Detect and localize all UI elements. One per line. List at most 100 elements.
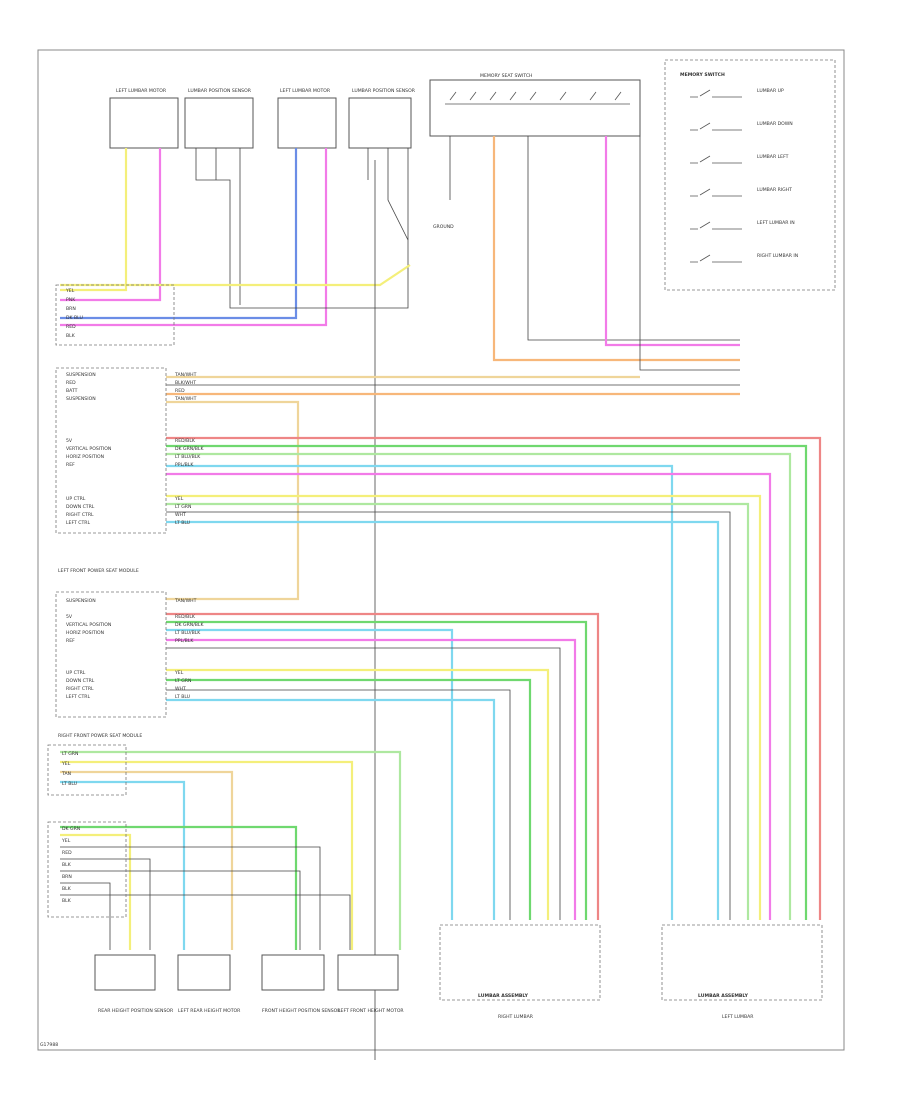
memory-seat-switch-box [429, 79, 641, 137]
connector-pin-label: DK GRN [62, 826, 80, 832]
motor-row-wire: YEL [174, 670, 184, 676]
wire-orange-1 [492, 136, 740, 362]
left-lumbar-motor-box [109, 97, 179, 149]
motor-row-label: UP CTRL [66, 670, 86, 676]
wire-cyan-5 [60, 780, 186, 950]
wire-pink-1 [60, 148, 162, 302]
connector-pin-label: RED [62, 850, 72, 856]
sensor-row-wire: DK GRN/BLK [175, 446, 204, 452]
wire-cyan-2 [166, 520, 720, 920]
motor-row-wire: YEL [174, 496, 184, 502]
wire-thin-13 [60, 858, 151, 950]
wire-green-2 [166, 620, 588, 920]
sensor-row-wire: RED/BLK [175, 614, 196, 620]
top-components: LEFT LUMBAR MOTOR LUMBAR POSITION SENSOR… [109, 73, 641, 230]
motor-row-label: LEFT CTRL [66, 694, 90, 700]
wire-green-1 [166, 444, 808, 920]
wire-pink-2 [60, 148, 328, 327]
wire-ltgreen-2 [166, 502, 750, 920]
switch-contact [690, 89, 742, 98]
module-row-label: SUSPENSION [66, 598, 96, 604]
connector-pin-label: DK BLU [66, 315, 83, 321]
module-2-caption: LEFT FRONT POWER SEAT MODULE [58, 568, 139, 574]
sensor-row-label: VERTICAL POSITION [66, 446, 111, 452]
sensor-row-label: REF [66, 638, 75, 644]
left-lumbar-label: LEFT LUMBAR [722, 1014, 754, 1020]
diagram-frame [37, 49, 845, 1051]
bottom-component-3: FRONT HEIGHT POSITION SENSOR [262, 1008, 341, 1014]
left-front-height-motor-box [337, 954, 399, 991]
motor-row-wire: WHT [175, 512, 186, 518]
wire-tan-4 [60, 770, 234, 950]
module-row-wire: TAN/WHT [174, 372, 197, 378]
lower-connector-2 [47, 821, 127, 918]
power-seat-module-2 [55, 591, 167, 718]
switch-contacts [445, 91, 630, 105]
sensor-row-label: HORIZ POSITION [66, 630, 104, 636]
ground-label: GROUND [433, 224, 454, 230]
wire-ltgreen-1 [166, 452, 792, 920]
connector-pin-label: TAN [61, 771, 71, 777]
module-row-label: RED [66, 380, 76, 386]
wire-thin-12 [60, 846, 321, 950]
front-height-sensor-box [261, 954, 325, 991]
switch-panel-title: MEMORY SWITCH [680, 72, 725, 78]
connector-pin-label: BLK [62, 862, 72, 868]
wire-yellow-4 [166, 668, 550, 920]
connector-pin-label: BRN [62, 874, 72, 880]
wire-ltgreen-3 [60, 750, 402, 950]
left-connector-1 [55, 284, 175, 346]
module-row-wire: TAN/WHT [174, 396, 197, 402]
connector-pin-label: PNK [66, 297, 76, 303]
footer-code: G17988 [40, 1042, 58, 1048]
wire-thin-15 [60, 882, 111, 950]
connector-pin-label: LT BLU [62, 781, 77, 787]
power-seat-module-1 [55, 367, 167, 534]
wire-green-3 [166, 678, 532, 920]
module-row-wire: TAN/WHT [174, 598, 197, 604]
switch-item-label: LEFT LUMBAR IN [757, 220, 795, 226]
module-row-label: SUSPENSION [66, 372, 96, 378]
right-lumbar-harness-label: LUMBAR ASSEMBLY [478, 993, 529, 999]
sensor-row-wire: PPL/BLK [175, 462, 194, 468]
wire-pink-4 [166, 472, 772, 920]
motor-row-label: DOWN CTRL [66, 678, 95, 684]
left-lumbar-motor-2-label: LEFT LUMBAR MOTOR [280, 88, 331, 94]
sensor-row-label: REF [66, 462, 75, 468]
connector-pin-label: YEL [65, 288, 75, 294]
wire-tan-2 [166, 400, 300, 555]
lower-connector-1 [47, 744, 127, 796]
motor-row-label: RIGHT CTRL [66, 686, 94, 692]
wire-cyan-4 [166, 698, 496, 920]
motor-row-label: LEFT CTRL [66, 520, 90, 526]
wire-thin-9 [166, 511, 731, 920]
bottom-component-2: LEFT REAR HEIGHT MOTOR [178, 1008, 241, 1014]
wire-thin-5 [387, 148, 409, 241]
module-row-wire: BLK/WHT [175, 380, 196, 386]
wire-yellow-1 [60, 148, 128, 292]
motor-row-wire: LT BLU [175, 694, 190, 700]
wire-cyan-3 [166, 628, 454, 920]
module-row-label: SUSPENSION [66, 396, 96, 402]
switch-item-label: LUMBAR UP [757, 88, 784, 94]
rear-height-sensor-box [94, 954, 156, 991]
lumbar-position-sensor-box [184, 97, 254, 149]
wire-green-4 [60, 825, 298, 950]
switch-contact [690, 221, 742, 230]
module-row-wire: RED [175, 388, 185, 394]
left-rear-height-motor-box [177, 954, 231, 991]
connector-pin-label: YEL [61, 838, 71, 844]
switch-contact [690, 122, 742, 131]
connector-pin-label: YEL [61, 761, 71, 767]
wire-red-1 [166, 436, 822, 920]
left-lumbar-harness-label: LUMBAR ASSEMBLY [698, 993, 749, 999]
wire-thin-14 [60, 870, 301, 950]
wire-pink-3 [604, 136, 740, 347]
sensor-row-label: 5V [66, 614, 73, 620]
